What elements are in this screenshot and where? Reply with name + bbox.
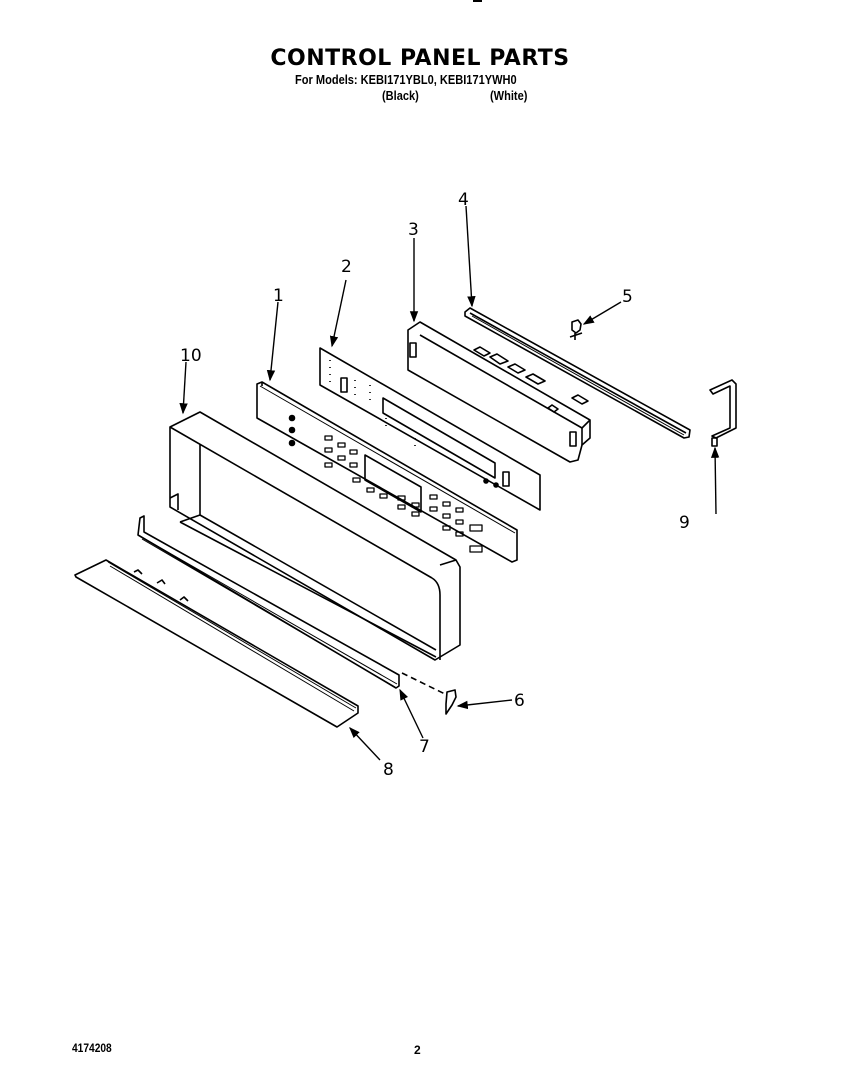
callout-8: 8 [383, 760, 394, 780]
page-edge-mark [473, 0, 482, 2]
part-6-clip [401, 672, 457, 715]
callout-4: 4 [458, 190, 469, 210]
callout-3: 3 [408, 220, 419, 240]
callout-7: 7 [419, 737, 430, 757]
callout-10: 10 [180, 346, 202, 366]
part-9-bracket [709, 379, 737, 447]
callout-2: 2 [341, 257, 352, 277]
part-10-frame [169, 411, 461, 661]
page-title: CONTROL PANEL PARTS [270, 46, 570, 71]
callout-6: 6 [514, 691, 525, 711]
page-number: 2 [414, 1043, 421, 1057]
part-3-control-box [407, 321, 591, 463]
part-1-overlay [256, 381, 518, 563]
document-number: 4174208 [72, 1041, 112, 1055]
models-line: For Models: KEBI171YBL0, KEBI171YWH0 [295, 72, 517, 87]
part-4-top-trim [464, 307, 691, 439]
callout-9: 9 [679, 513, 690, 533]
model-color-black: (Black) [382, 88, 419, 103]
part-2-backing [319, 347, 541, 511]
model-color-white: (White) [490, 88, 528, 103]
part-7-bottom-trim [137, 515, 400, 689]
part-5-clip [569, 319, 583, 340]
callout-5: 5 [622, 287, 633, 307]
callout-1: 1 [273, 286, 284, 306]
part-8-lower-trim [74, 559, 359, 728]
